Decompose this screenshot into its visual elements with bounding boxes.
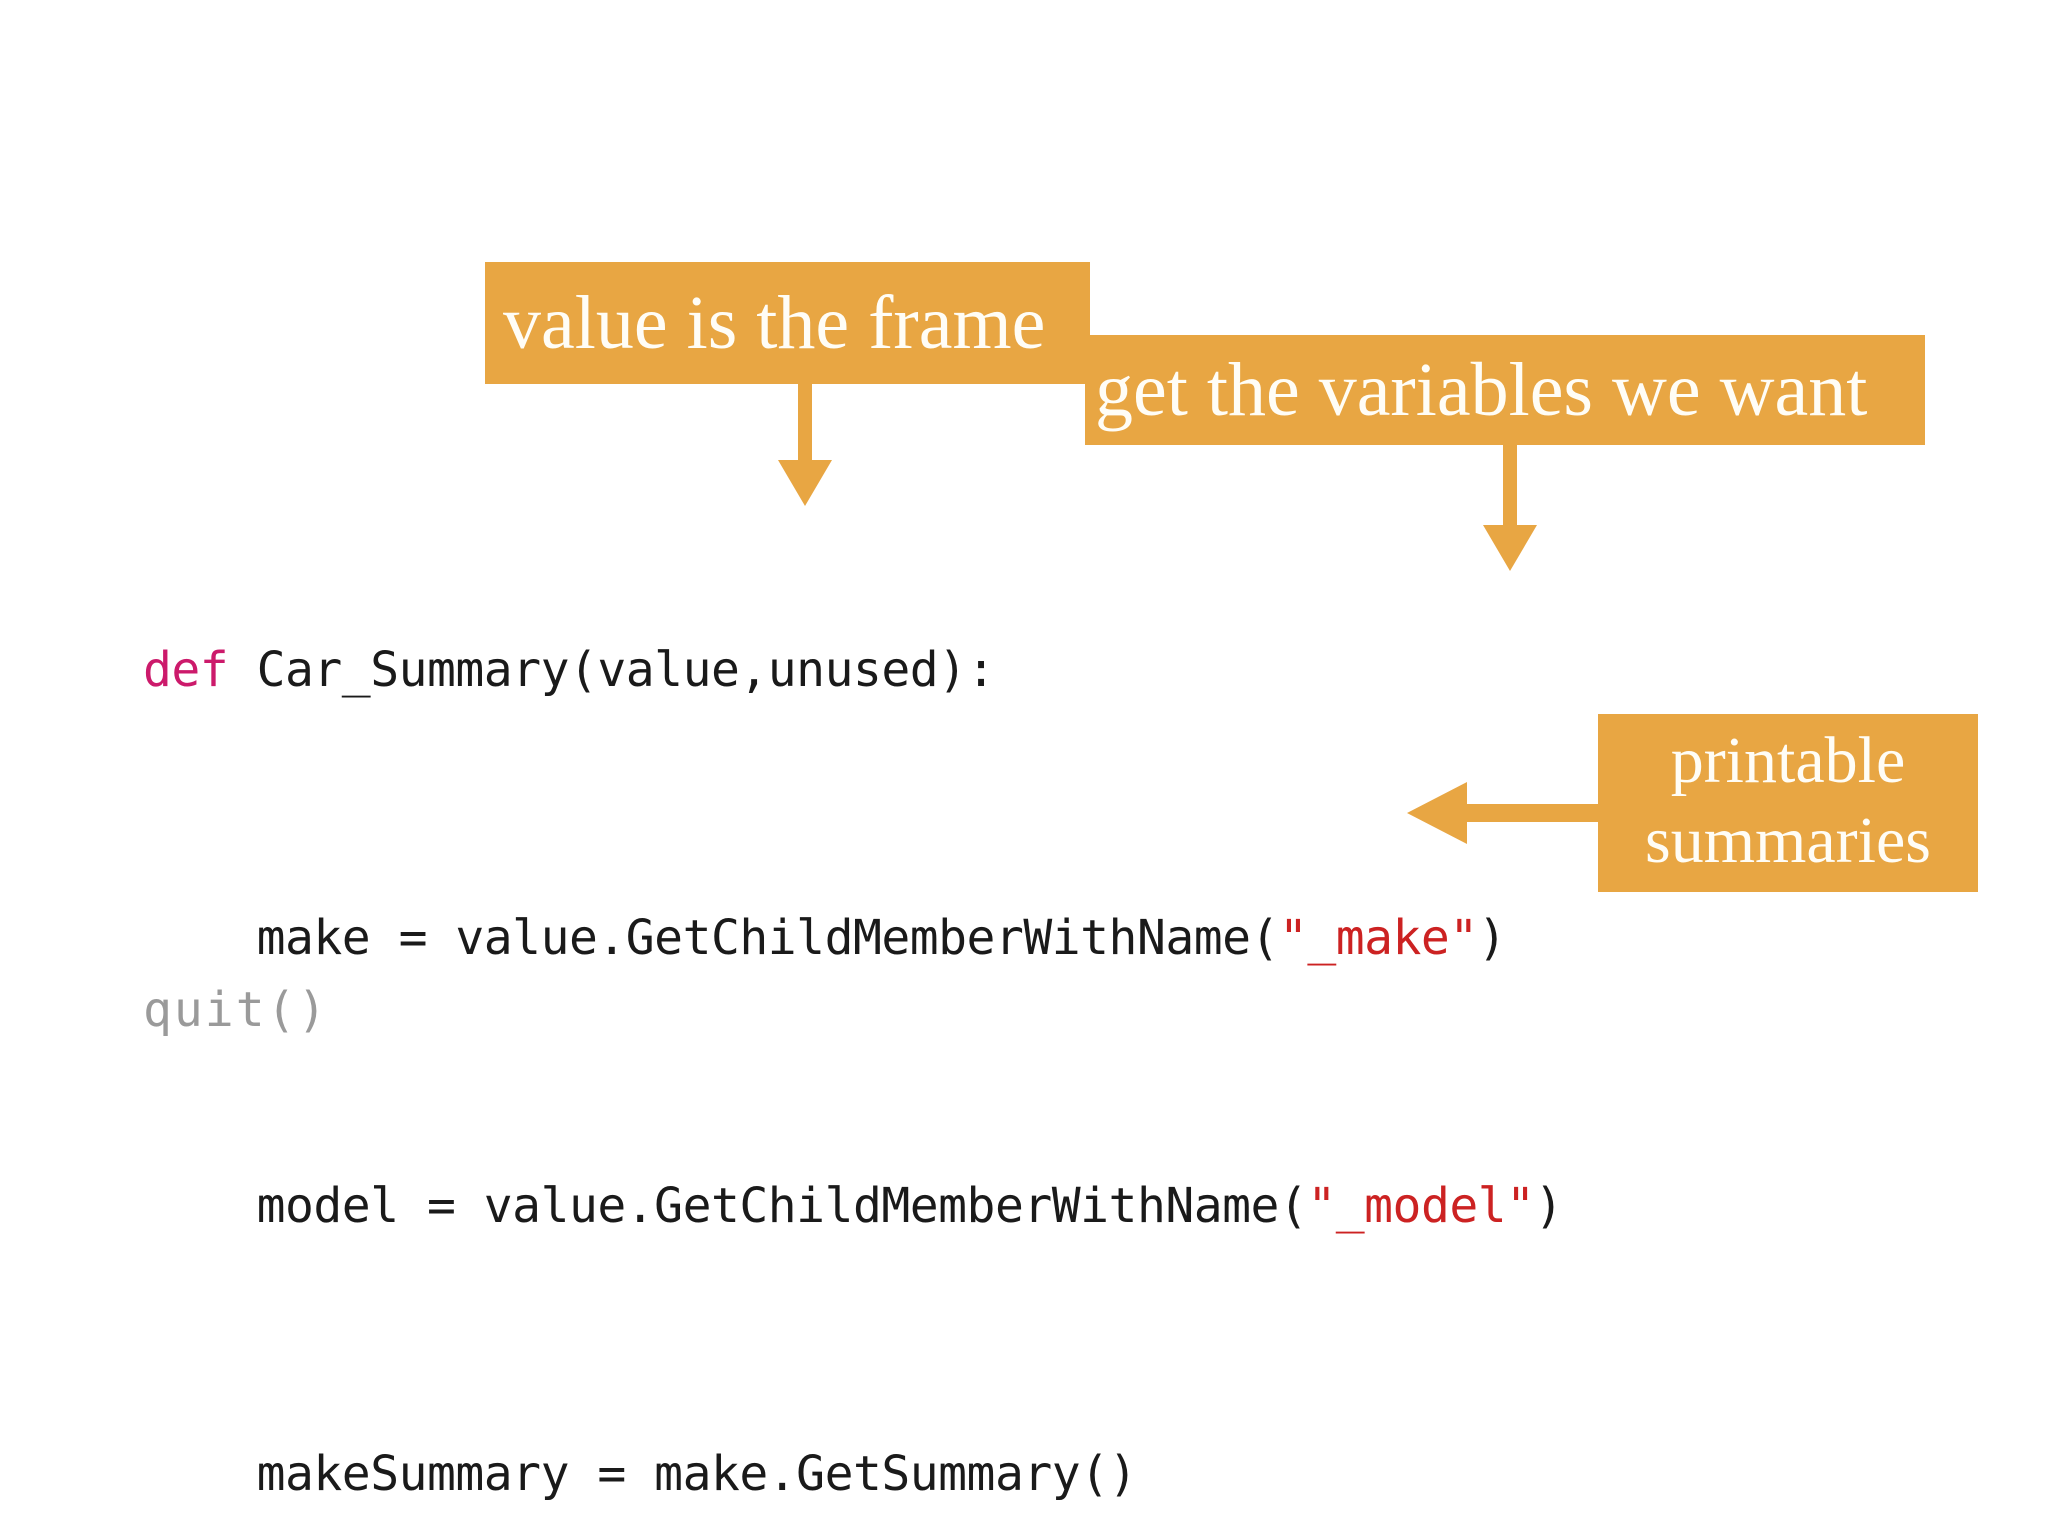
string-literal-make: "_make" xyxy=(1278,910,1478,966)
code-make-suffix: ) xyxy=(1477,910,1507,966)
python-keyword-def: def xyxy=(143,642,229,698)
string-literal-model: "_model" xyxy=(1307,1178,1535,1234)
code-model-suffix: ) xyxy=(1534,1178,1564,1234)
code-line-make: make = value.GetChildMemberWithName("_ma… xyxy=(143,905,1563,972)
code-line-def: def Car_Summary(value,unused): xyxy=(143,637,1563,704)
code-model-prefix: model = value.GetChildMemberWithName( xyxy=(143,1178,1308,1234)
callout-value-is-the-frame: value is the frame xyxy=(485,262,1090,384)
code-signature: Car_Summary(value,unused): xyxy=(228,642,996,698)
callout-printable-summaries-label: printable summaries xyxy=(1645,724,1931,877)
callout-printable-summaries: printable summaries xyxy=(1598,714,1978,892)
code-make-prefix: make = value.GetChildMemberWithName( xyxy=(143,910,1280,966)
code-line-model: model = value.GetChildMemberWithName("_m… xyxy=(143,1173,1564,1240)
arrow-down-to-value-icon xyxy=(778,380,832,506)
code-line-make-summary: makeSummary = make.GetSummary() xyxy=(143,1446,1138,1502)
callout-get-the-variables-we-want: get the variables we want xyxy=(1085,335,1925,445)
arrow-left-to-getsummary-icon xyxy=(1407,782,1605,844)
callout-value-is-the-frame-label: value is the frame xyxy=(503,281,1046,365)
callout-get-the-variables-we-want-label: get the variables we want xyxy=(1095,348,1868,432)
arrow-down-to-getchildmember-icon xyxy=(1483,440,1537,571)
code-block: def Car_Summary(value,unused): make = va… xyxy=(143,503,1563,1536)
code-line-quit: quit() xyxy=(143,982,329,1038)
